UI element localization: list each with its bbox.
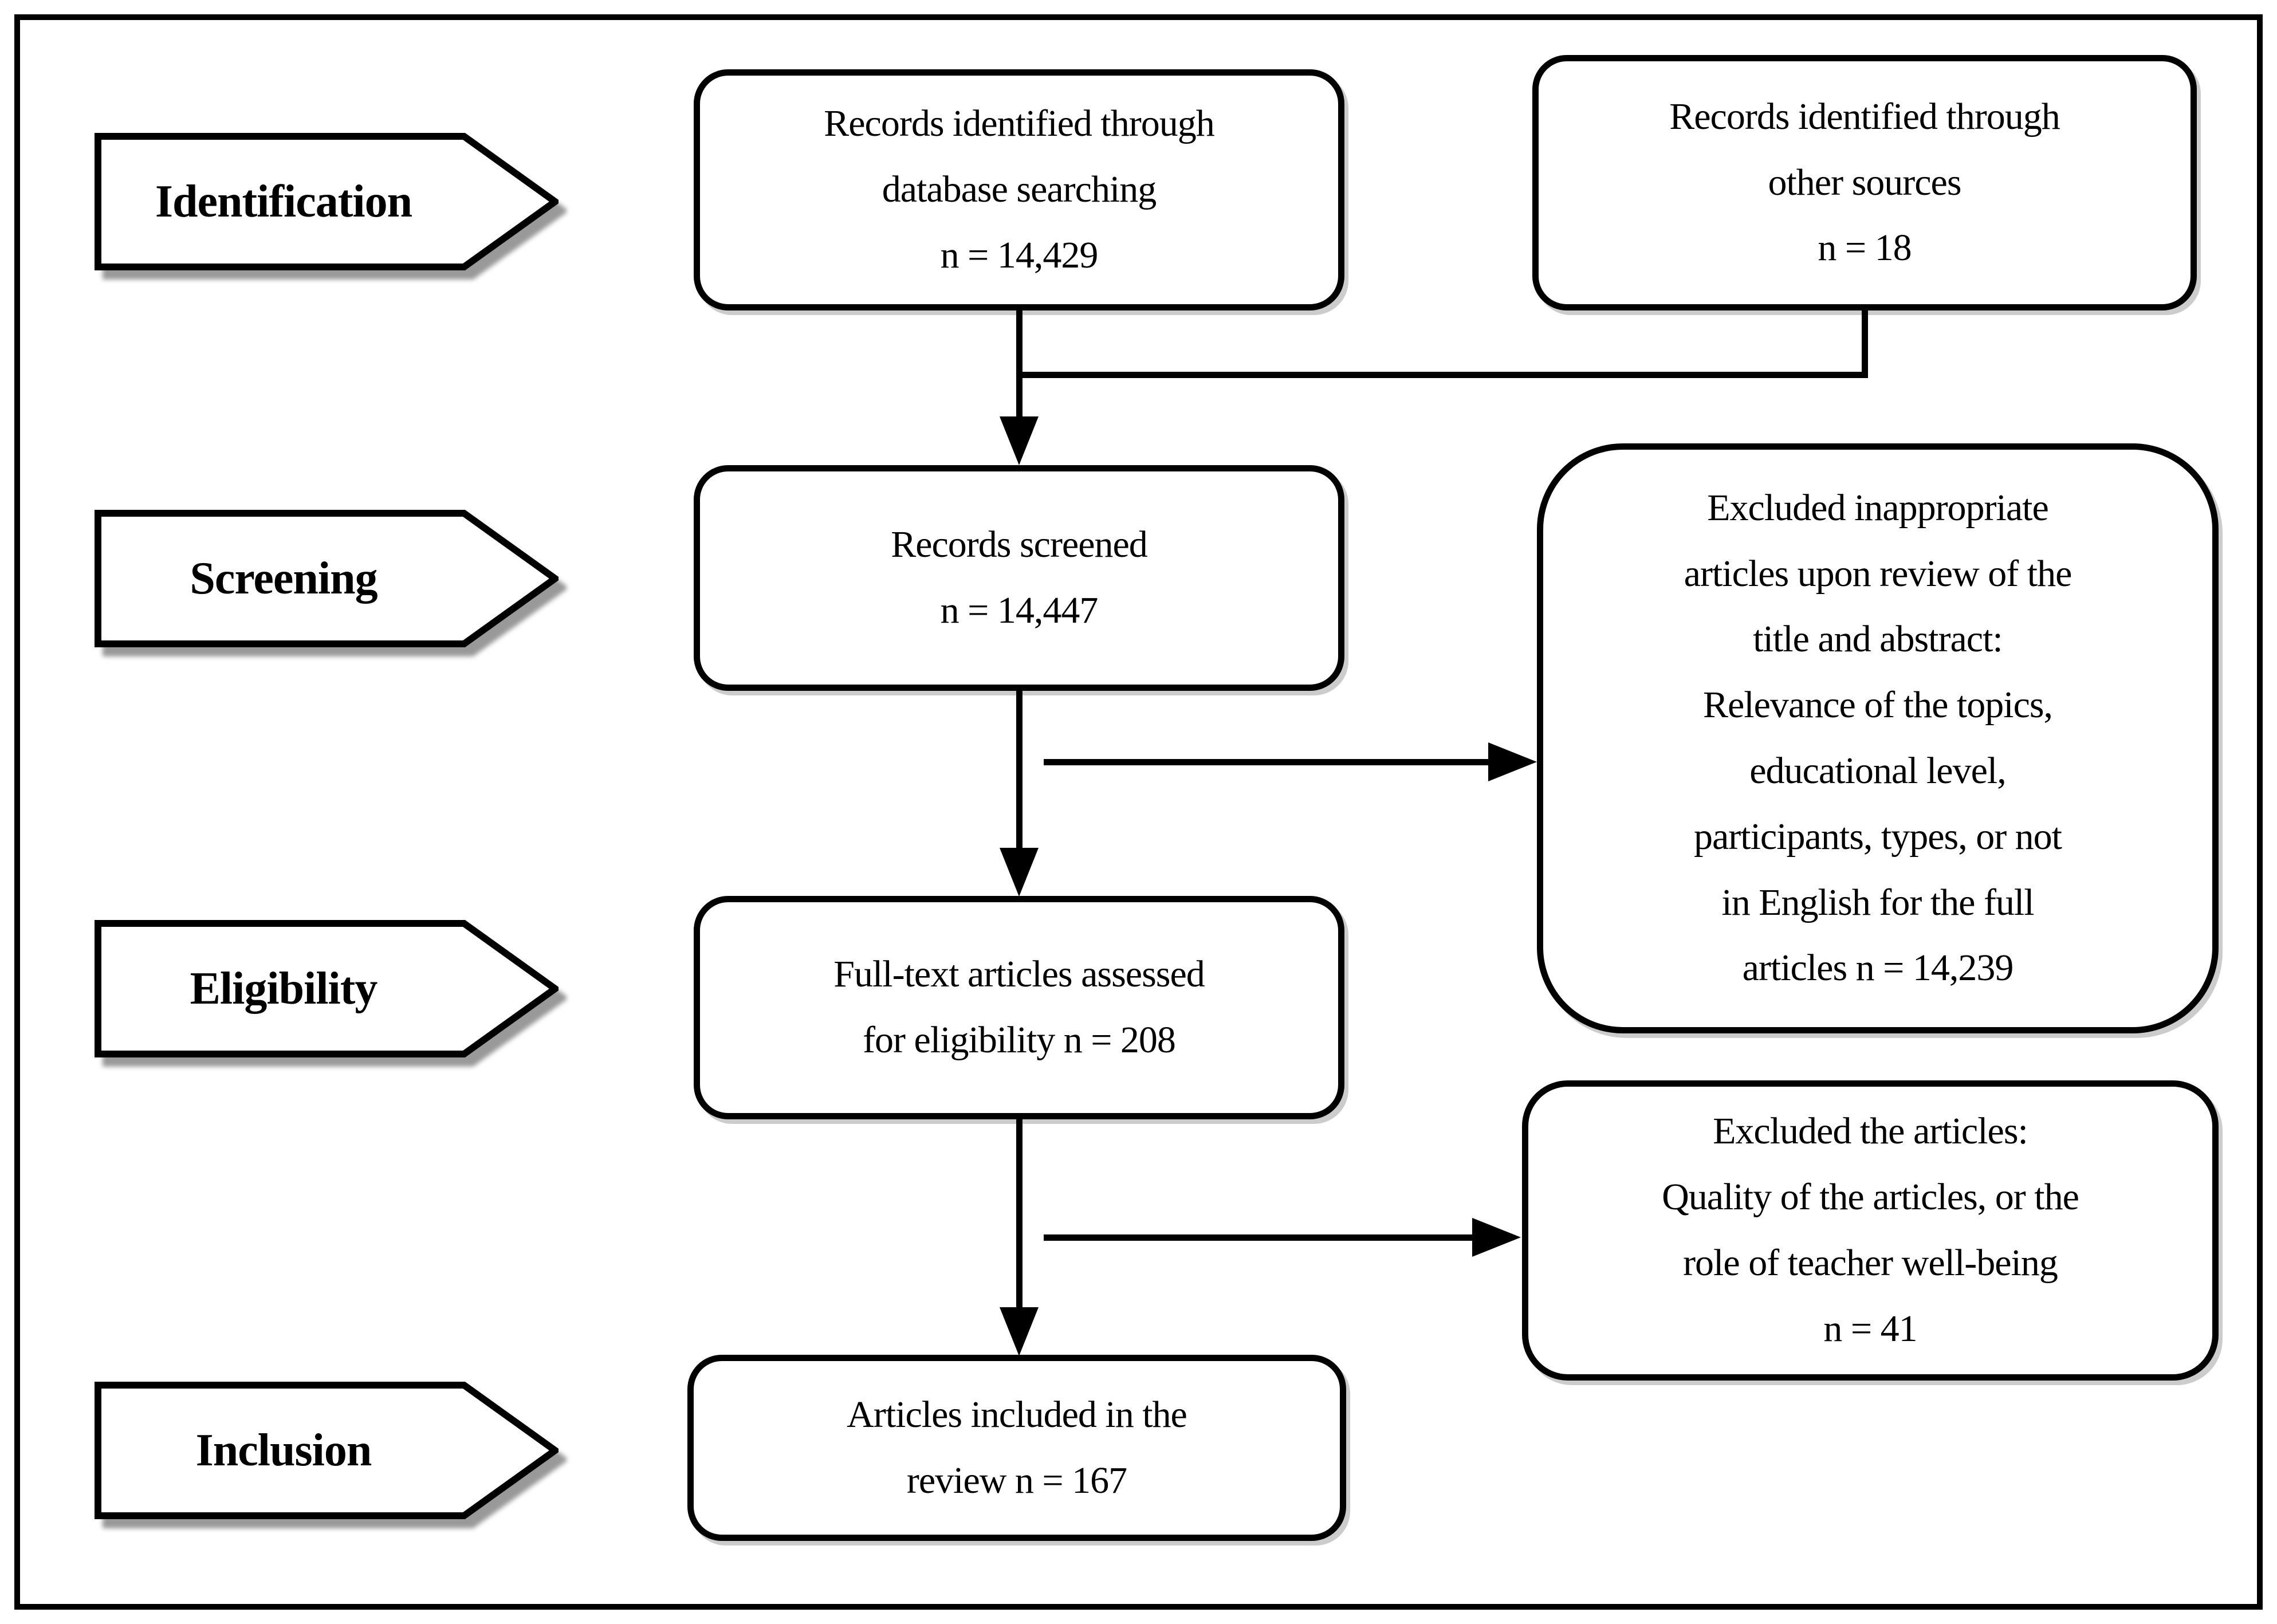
box-line: participants, types, or not	[1693, 815, 2062, 858]
box-line: other sources	[1768, 161, 1961, 203]
box-line: for eligibility n = 208	[863, 1019, 1176, 1061]
box-line: Articles included in the	[847, 1393, 1187, 1436]
box-line: role of teacher well-being	[1683, 1242, 2058, 1284]
box-records-other-sources: Records identified through other sources…	[1532, 55, 2197, 310]
box-line: n = 41	[1823, 1307, 1917, 1350]
chevron-arrow-shape	[95, 1382, 559, 1519]
box-line: n = 18	[1818, 227, 1912, 269]
box-line: Excluded the articles:	[1713, 1110, 2028, 1153]
connector-identification-down	[1016, 310, 1023, 425]
box-fulltext-assessed: Full-text articles assessed for eligibil…	[694, 896, 1344, 1119]
box-line: n = 14,429	[940, 234, 1099, 276]
box-line: articles upon review of the	[1684, 552, 2072, 595]
arrowhead-to-excluded-fulltext	[1472, 1218, 1521, 1257]
box-line: Excluded inappropriate	[1707, 486, 2049, 529]
connector-other-sources-down	[1862, 310, 1868, 378]
box-line: articles n = 14,239	[1742, 947, 2014, 989]
box-line: title and abstract:	[1753, 618, 2003, 660]
box-line: Records identified through	[824, 103, 1215, 145]
box-line: Quality of the articles, or the	[1662, 1176, 2079, 1218]
stage-arrow-inclusion: Inclusion	[95, 1382, 559, 1519]
box-line: Relevance of the topics,	[1702, 684, 2053, 726]
box-line: review n = 167	[906, 1459, 1127, 1501]
box-excluded-fulltext: Excluded the articles: Quality of the ar…	[1522, 1080, 2219, 1381]
box-records-identified-database: Records identified through database sear…	[694, 69, 1344, 310]
stage-label-eligibility: Eligibility	[190, 963, 378, 1014]
arrowhead-to-included	[1000, 1307, 1039, 1356]
chevron-arrow-shape	[95, 920, 559, 1057]
connector-merge-horizontal	[1016, 372, 1868, 378]
box-records-screened: Records screened n = 14,447	[694, 465, 1344, 691]
stage-label-identification: Identification	[155, 176, 412, 227]
connector-screening-down	[1016, 691, 1023, 857]
box-excluded-screening: Excluded inappropriate articles upon rev…	[1537, 443, 2219, 1033]
connector-branch-excluded-screening	[1044, 759, 1489, 765]
stage-label-screening: Screening	[190, 553, 377, 604]
box-line: Records identified through	[1669, 95, 2060, 137]
connector-eligibility-down	[1016, 1119, 1023, 1308]
stage-arrow-identification: Identification	[95, 133, 559, 270]
box-line: Full-text articles assessed	[833, 953, 1205, 996]
chevron-arrow-shape	[95, 510, 559, 647]
box-line: Records screened	[891, 524, 1148, 566]
chevron-arrow-shape	[95, 133, 559, 270]
arrowhead-to-records-screened	[1000, 416, 1039, 465]
connector-branch-excluded-fulltext	[1044, 1234, 1473, 1241]
box-articles-included: Articles included in the review n = 167	[687, 1355, 1346, 1541]
stage-label-inclusion: Inclusion	[195, 1425, 372, 1476]
arrowhead-to-excluded-screening	[1488, 742, 1537, 781]
stage-arrow-eligibility: Eligibility	[95, 920, 559, 1057]
diagram-outer-border	[14, 14, 2263, 1610]
box-line: database searching	[882, 168, 1157, 211]
arrowhead-to-fulltext	[1000, 848, 1039, 896]
stage-arrow-screening: Screening	[95, 510, 559, 647]
box-line: educational level,	[1749, 750, 2006, 792]
box-line: n = 14,447	[940, 589, 1099, 631]
box-line: in English for the full	[1721, 881, 2034, 923]
